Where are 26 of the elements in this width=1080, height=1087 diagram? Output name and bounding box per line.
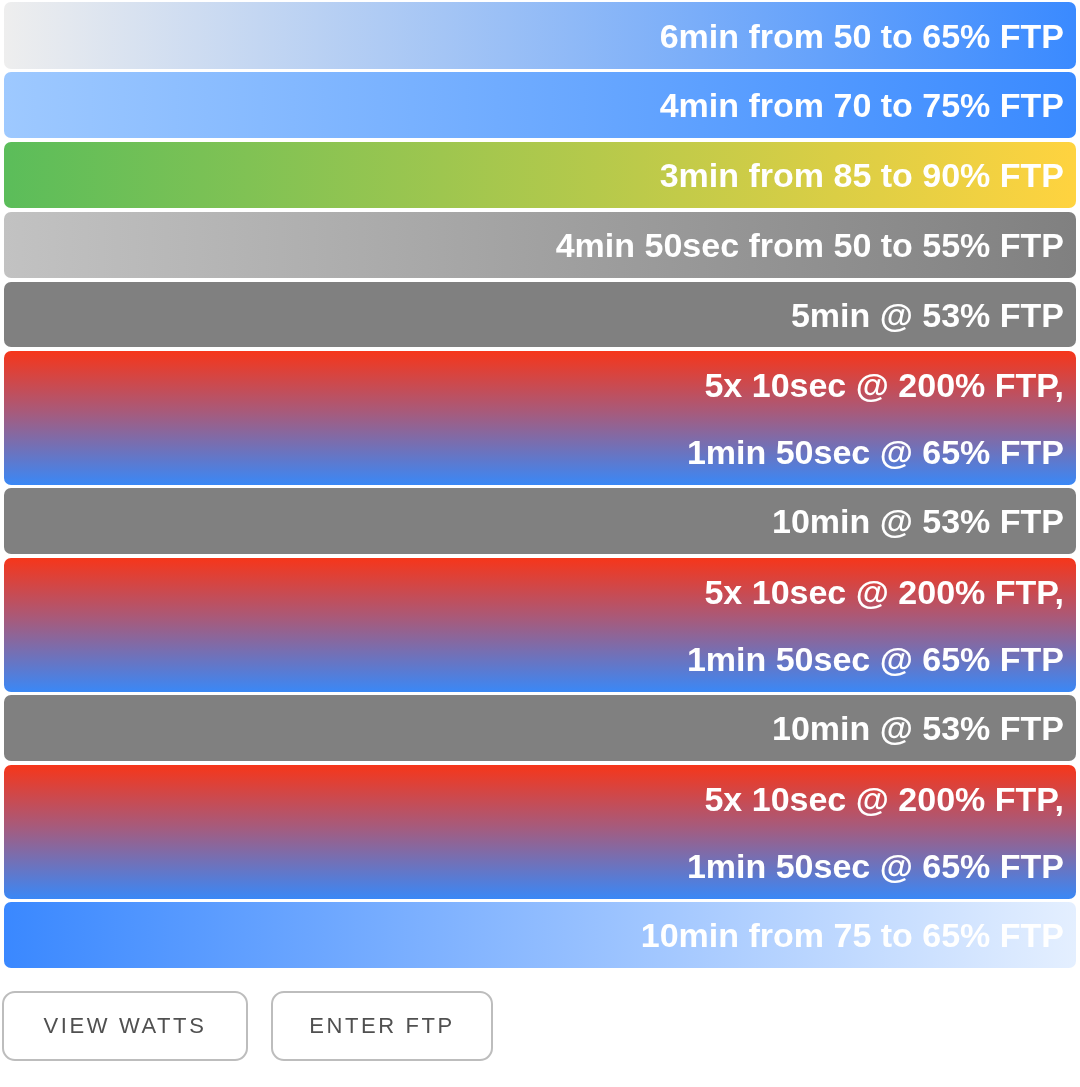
interval-bar xyxy=(4,72,1076,138)
interval-text: 10min @ 53% FTP xyxy=(771,708,1064,748)
interval-text: 4min 50sec from 50 to 55% FTP xyxy=(555,225,1064,265)
interval-text: 5x 10sec @ 200% FTP, xyxy=(704,778,1064,819)
interval-text: 5x 10sec @ 200% FTP, xyxy=(704,364,1064,405)
interval-text: 1min 50sec @ 65% FTP xyxy=(686,845,1064,886)
interval-bar xyxy=(4,488,1076,554)
interval-text: 10min @ 53% FTP xyxy=(771,501,1064,541)
interval-bar xyxy=(4,351,1076,485)
interval-text: 1min 50sec @ 65% FTP xyxy=(686,638,1064,679)
interval-bar xyxy=(4,695,1076,761)
interval-text: 5x 10sec @ 200% FTP, xyxy=(704,571,1064,612)
interval-bar xyxy=(4,902,1076,968)
interval-bar xyxy=(4,2,1076,69)
interval-bar xyxy=(4,142,1076,208)
interval-text: 5min @ 53% FTP xyxy=(790,294,1064,335)
interval-text: 4min from 70 to 75% FTP xyxy=(659,85,1064,125)
interval-bar xyxy=(4,558,1076,692)
interval-bar xyxy=(4,212,1076,278)
interval-bar xyxy=(4,765,1076,899)
interval-text: 1min 50sec @ 65% FTP xyxy=(686,431,1064,472)
text-button: VIEW WATTS xyxy=(2,991,248,1061)
interval-text: 6min from 50 to 65% FTP xyxy=(659,15,1064,56)
text-button: ENTER FTP xyxy=(271,991,493,1061)
interval-bar xyxy=(4,282,1076,347)
interval-text: 3min from 85 to 90% FTP xyxy=(659,155,1064,195)
